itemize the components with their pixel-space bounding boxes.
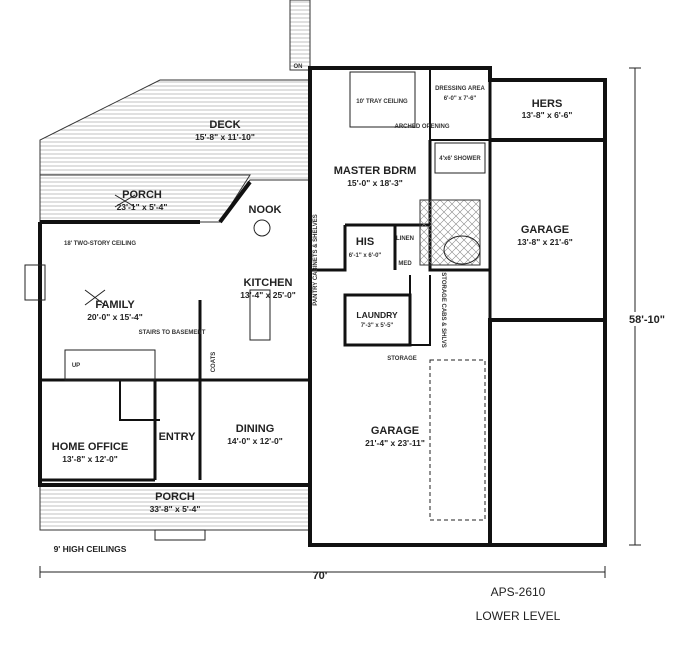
garage-small-label: GARAGE [521,224,569,236]
tub [443,235,481,265]
med-label: MED [398,261,412,267]
width-dimension: 70' [313,570,328,582]
garage-large-dim: 21'-4" x 23'-11" [365,438,425,448]
dressing-label: DRESSING AREA [435,86,485,92]
hers-label: HERS [532,98,563,110]
garage-door-outline [429,359,486,521]
front-steps [154,529,206,541]
garage-large-label: GARAGE [371,425,419,437]
his-dim: 6'-1" x 6'-0" [349,253,382,259]
master-dim: 15'-0" x 18'-3" [347,178,403,188]
garage-small-dim: 13'-8" x 21'-6" [517,237,573,247]
hers-dim: 13'-8" x 6'-6" [522,110,573,120]
coats-label: COATS [211,352,217,373]
arched-label: ARCHED OPENING [394,124,449,130]
depth-dimension: 58'-10" [629,314,665,326]
nook-label: NOOK [249,204,282,216]
up-label: UP [72,363,80,369]
front-porch-dim: 33'-8" x 5'-4" [150,504,201,514]
master-label: MASTER BDRM [334,165,417,177]
rear-stairs [289,0,311,71]
deck-label: DECK [209,119,240,131]
dressing-dim: 6'-0" x 7'-6" [444,96,477,102]
entry-label: ENTRY [159,431,197,443]
laundry-dim: 7'-3" x 5'-5" [361,323,394,329]
kitchen-label: KITCHEN [244,277,293,289]
linen-label: LINEN [396,236,414,242]
storage-cabs-label: STORAGE CABS & SHLVS [440,272,446,347]
fireplace [24,264,46,301]
basement-stairs [64,349,156,381]
nook-table [253,219,271,237]
kitchen-dim: 13'-4" x 25'-0" [240,290,296,300]
dining-dim: 14'-0" x 12'-0" [227,436,283,446]
ceilings-note: 9' HIGH CEILINGS [54,544,127,554]
fan-icon [114,194,136,208]
deck-dim: 15'-8" x 11'-10" [195,132,255,142]
dimension-lines [39,67,641,578]
home-office-label: HOME OFFICE [52,441,128,453]
storage-label: STORAGE [387,356,417,362]
pantry-label: PANTRY CABINETS & SHELVES [313,214,319,305]
deck [39,79,311,223]
laundry-label: LAUNDRY [356,310,398,320]
tray-label: 10' TRAY CEILING [356,99,408,105]
kitchen-island [249,289,271,341]
bath-tile [419,199,481,266]
tray-ceiling [349,71,416,128]
front-porch-label: PORCH [155,491,195,503]
fan-icon [84,289,106,306]
porch-dim: 23'-1" x 5'-4" [117,202,168,212]
shower-label: 4'x6' SHOWER [439,156,481,162]
plan-code: APS-2610 [491,585,546,599]
on-label: ON [294,64,303,70]
dining-label: DINING [236,423,275,435]
stairs-label: STAIRS TO BASEMENT [139,330,206,336]
porch-label: PORCH [122,189,162,201]
shower [434,142,486,174]
ceiling-note: 18' TWO-STORY CEILING [64,241,136,247]
family-dim: 20'-0" x 15'-4" [87,312,143,322]
family-label: FAMILY [95,299,135,311]
home-office-dim: 13'-8" x 12'-0" [62,454,118,464]
plan-level: LOWER LEVEL [476,609,561,623]
his-label: HIS [356,236,374,248]
